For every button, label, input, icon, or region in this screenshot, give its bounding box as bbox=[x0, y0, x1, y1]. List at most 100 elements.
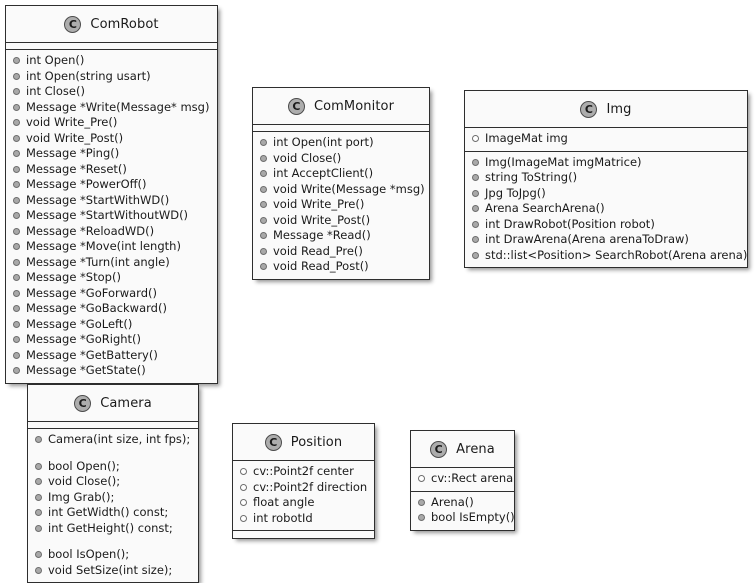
class-stereotype-icon: C bbox=[580, 100, 598, 118]
class-name-camera: Camera bbox=[100, 395, 152, 411]
method-row[interactable]: bool Open(); bbox=[28, 459, 198, 475]
method-row[interactable]: Arena SearchArena() bbox=[465, 201, 747, 217]
method-row[interactable]: Message *Ping() bbox=[6, 146, 217, 162]
visibility-protected-icon bbox=[260, 170, 267, 178]
visibility-protected-icon bbox=[13, 119, 20, 127]
method-row[interactable]: Message *Turn(int angle) bbox=[6, 255, 217, 271]
method-row[interactable]: int GetWidth() const; bbox=[28, 505, 198, 521]
visibility-protected-icon bbox=[260, 154, 267, 162]
method-row[interactable]: Message *GoLeft() bbox=[6, 317, 217, 333]
visibility-protected-icon bbox=[472, 205, 479, 213]
method-row[interactable]: void Read_Pre() bbox=[253, 244, 429, 260]
method-row[interactable]: Message *PowerOff() bbox=[6, 177, 217, 193]
class-box-position[interactable]: C Position cv::Point2f center cv::Point2… bbox=[232, 423, 375, 539]
method-row[interactable]: bool IsOpen(); bbox=[28, 547, 198, 563]
method-row[interactable]: void SetSize(int size); bbox=[28, 563, 198, 579]
method-row[interactable]: void Write_Pre() bbox=[6, 115, 217, 131]
method-row[interactable]: int AcceptClient() bbox=[253, 166, 429, 182]
class-header-img: C Img bbox=[465, 91, 747, 128]
visibility-protected-icon bbox=[472, 220, 479, 228]
method-row[interactable]: Message *StartWithWD() bbox=[6, 193, 217, 209]
method-row[interactable]: Message *StartWithoutWD() bbox=[6, 208, 217, 224]
class-box-img[interactable]: C Img ImageMat img Img(ImageMat imgMatri… bbox=[464, 90, 748, 268]
visibility-protected-icon bbox=[13, 88, 20, 96]
method-row[interactable]: int DrawArena(Arena arenaToDraw) bbox=[465, 232, 747, 248]
methods-compartment-commonitor: int Open(int port) void Close() int Acce… bbox=[253, 132, 429, 279]
method-row[interactable]: Message *GetBattery() bbox=[6, 348, 217, 364]
class-stereotype-icon: C bbox=[430, 440, 448, 458]
method-row[interactable]: int GetHeight() const; bbox=[28, 521, 198, 537]
visibility-protected-icon bbox=[472, 158, 479, 166]
class-header-position: C Position bbox=[233, 424, 374, 461]
visibility-protected-icon bbox=[260, 185, 267, 193]
method-row[interactable]: int Open(int port) bbox=[253, 135, 429, 151]
class-stereotype-icon: C bbox=[264, 433, 282, 451]
visibility-protected-icon bbox=[35, 493, 42, 501]
method-row[interactable]: std::list<Position> SearchRobot(Arena ar… bbox=[465, 248, 747, 264]
method-row[interactable]: Message *Stop() bbox=[6, 270, 217, 286]
method-row[interactable]: Camera(int size, int fps); bbox=[28, 432, 198, 448]
attribute-row[interactable]: float angle bbox=[233, 495, 374, 511]
method-row[interactable]: Message *GoForward() bbox=[6, 286, 217, 302]
visibility-protected-icon bbox=[13, 181, 20, 189]
method-row[interactable]: void Write(Message *msg) bbox=[253, 182, 429, 198]
class-stereotype-icon: C bbox=[64, 15, 82, 33]
visibility-protected-icon bbox=[13, 165, 20, 173]
method-row-spacer bbox=[28, 448, 198, 459]
class-stereotype-icon: C bbox=[74, 394, 92, 412]
attribute-row[interactable]: cv::Point2f direction bbox=[233, 480, 374, 496]
methods-compartment-img: Img(ImageMat imgMatrice) string ToString… bbox=[465, 151, 747, 267]
uml-class-diagram: C ComRobot int Open() int Open(string us… bbox=[5, 5, 748, 583]
method-row[interactable]: bool IsEmpty() bbox=[411, 510, 515, 526]
method-row[interactable]: void Write_Post() bbox=[6, 131, 217, 147]
method-row[interactable]: Message *ReloadWD() bbox=[6, 224, 217, 240]
method-row[interactable]: Jpg ToJpg() bbox=[465, 186, 747, 202]
visibility-protected-icon bbox=[35, 462, 42, 470]
class-name-position: Position bbox=[290, 434, 343, 450]
methods-compartment-comrobot: int Open() int Open(string usart) int Cl… bbox=[6, 50, 217, 383]
method-row[interactable]: void Write_Pre() bbox=[253, 197, 429, 213]
method-row[interactable]: Message *GoBackward() bbox=[6, 301, 217, 317]
class-box-arena[interactable]: C Arena cv::Rect arena Arena() bool IsEm… bbox=[410, 430, 515, 531]
attribute-row[interactable]: cv::Rect arena bbox=[411, 471, 514, 487]
method-row[interactable]: int Close() bbox=[6, 84, 217, 100]
method-row[interactable]: Message *Move(int length) bbox=[6, 239, 217, 255]
method-row[interactable]: int Open() bbox=[6, 53, 217, 69]
visibility-protected-icon bbox=[13, 336, 20, 344]
method-row[interactable]: Message *Read() bbox=[253, 228, 429, 244]
method-row[interactable]: string ToString() bbox=[465, 170, 747, 186]
attributes-compartment-commonitor bbox=[253, 125, 429, 132]
visibility-protected-icon bbox=[13, 258, 20, 266]
visibility-public-icon bbox=[240, 514, 247, 522]
method-row[interactable]: void Write_Post() bbox=[253, 213, 429, 229]
visibility-protected-icon bbox=[13, 72, 20, 80]
visibility-protected-icon bbox=[472, 174, 479, 182]
method-row[interactable]: void Read_Post() bbox=[253, 259, 429, 275]
method-row[interactable]: int Open(string usart) bbox=[6, 69, 217, 85]
method-row[interactable]: void Close() bbox=[253, 151, 429, 167]
attribute-row[interactable]: cv::Point2f center bbox=[233, 464, 374, 480]
visibility-protected-icon bbox=[418, 514, 425, 522]
method-row[interactable]: Message *GoRight() bbox=[6, 332, 217, 348]
method-row[interactable]: Message *GetState() bbox=[6, 363, 217, 379]
visibility-protected-icon bbox=[35, 509, 42, 517]
class-name-comrobot: ComRobot bbox=[90, 16, 159, 32]
attributes-compartment-position: cv::Point2f center cv::Point2f direction… bbox=[233, 461, 374, 531]
class-box-comrobot[interactable]: C ComRobot int Open() int Open(string us… bbox=[5, 5, 218, 384]
method-row[interactable]: void Close(); bbox=[28, 474, 198, 490]
method-row[interactable]: int DrawRobot(Position robot) bbox=[465, 217, 747, 233]
class-box-commonitor[interactable]: C ComMonitor int Open(int port) void Clo… bbox=[252, 87, 430, 280]
visibility-protected-icon bbox=[472, 251, 479, 259]
attribute-row[interactable]: int robotId bbox=[233, 511, 374, 527]
attribute-row[interactable]: ImageMat img bbox=[465, 131, 747, 147]
attributes-compartment-comrobot bbox=[6, 43, 217, 50]
method-row[interactable]: Arena() bbox=[411, 495, 514, 511]
method-row[interactable]: Message *Reset() bbox=[6, 162, 217, 178]
method-row[interactable]: Img Grab(); bbox=[28, 490, 198, 506]
methods-compartment-arena: Arena() bool IsEmpty() bbox=[411, 491, 515, 530]
class-box-camera[interactable]: C Camera Camera(int size, int fps); bool… bbox=[27, 384, 199, 583]
visibility-protected-icon bbox=[13, 196, 20, 204]
method-row[interactable]: Message *Write(Message* msg) bbox=[6, 100, 217, 116]
visibility-protected-icon bbox=[260, 247, 267, 255]
method-row[interactable]: Img(ImageMat imgMatrice) bbox=[465, 155, 747, 171]
